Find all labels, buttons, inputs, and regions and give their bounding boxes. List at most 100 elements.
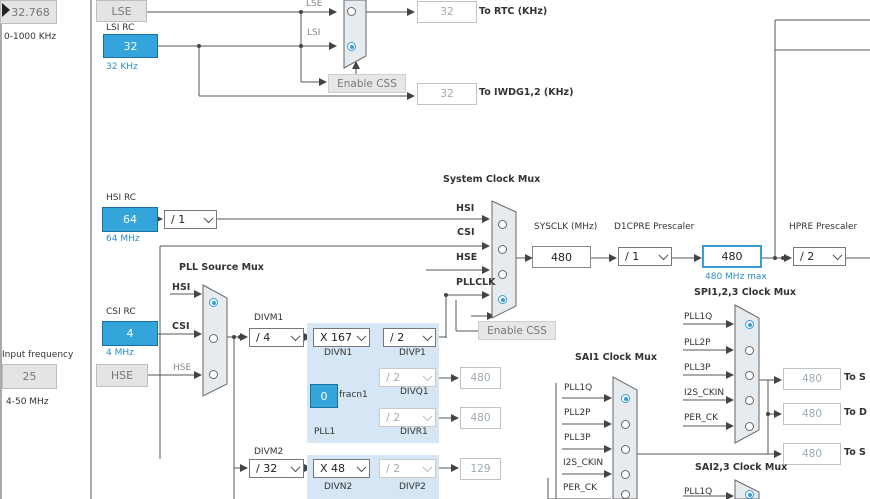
system-mux-input-pllclk: PLLCLK xyxy=(456,277,496,288)
rtc-mux-shape xyxy=(343,0,367,69)
pll-mux-radio-csi[interactable] xyxy=(209,334,218,343)
sai1-mux-radio-2[interactable] xyxy=(621,445,630,454)
pll-mux-radio-hsi[interactable] xyxy=(209,298,218,307)
sysclk-value-box[interactable]: 480 xyxy=(532,246,591,268)
lse-block[interactable]: LSE xyxy=(96,0,147,22)
divr1-label: DIVR1 xyxy=(400,427,428,437)
cpu-clock-value-box[interactable]: 480 xyxy=(702,245,762,268)
sai1-mux-input-0: PLL1Q xyxy=(564,383,593,393)
divp2-output-value: 129 xyxy=(470,463,491,475)
lse-range: 0-1000 KHz xyxy=(4,32,57,42)
csi-title: CSI RC xyxy=(106,307,136,317)
spi-output-2[interactable]: 480 xyxy=(783,443,841,465)
hsi-block[interactable]: 64 xyxy=(102,207,158,232)
sai1-mux-title: SAI1 Clock Mux xyxy=(575,352,658,363)
enable-css-mid-label: Enable CSS xyxy=(487,324,547,337)
lse-input-value: 32.768 xyxy=(11,5,50,19)
cpu-clock-max: 480 MHz max xyxy=(705,272,767,282)
divp1-select[interactable]: / 2 xyxy=(383,328,436,347)
input-frequency-value: 25 xyxy=(22,370,37,383)
spi-output-0[interactable]: 480 xyxy=(783,368,841,390)
divr1-value: / 2 xyxy=(386,411,401,424)
lsi-block[interactable]: 32 xyxy=(103,34,158,58)
hsi-divider-select[interactable]: / 1 xyxy=(164,210,217,229)
chevron-down-icon xyxy=(422,461,433,472)
input-frequency-range: 4-50 MHz xyxy=(6,397,49,407)
system-mux-radio-hse[interactable] xyxy=(498,270,507,279)
pll-mux-radio-hse[interactable] xyxy=(209,370,218,379)
system-mux-radio-hsi[interactable] xyxy=(498,220,507,229)
divn1-select[interactable]: X 167 xyxy=(313,328,370,347)
system-mux-radio-pllclk[interactable] xyxy=(498,295,507,304)
fracn1-value-box[interactable]: 0 xyxy=(310,384,338,408)
sai1-mux-radio-0[interactable] xyxy=(621,394,630,403)
iwdg-output[interactable]: 32 xyxy=(417,83,477,105)
divp2-output[interactable]: 129 xyxy=(460,458,501,480)
spi-mux-input-0: PLL1Q xyxy=(684,312,713,322)
spi-mux-radio-3[interactable] xyxy=(745,396,754,405)
spi-output-0-value: 480 xyxy=(801,373,823,385)
spi-mux-radio-2[interactable] xyxy=(745,371,754,380)
enable-css-mid-button[interactable]: Enable CSS xyxy=(478,321,556,340)
system-mux-radio-csi[interactable] xyxy=(498,245,507,254)
pll-mux-input-hsi: HSI xyxy=(172,282,191,293)
sai1-mux-input-4: PER_CK xyxy=(563,483,598,493)
divm1-select[interactable]: / 4 xyxy=(249,328,304,347)
hsi-divider-value: / 1 xyxy=(171,213,186,226)
divp2-select[interactable]: / 2 xyxy=(379,459,436,478)
system-clock-mux-shape xyxy=(491,200,517,319)
d1cpre-select[interactable]: / 1 xyxy=(618,247,672,266)
hpre-label: HPRE Prescaler xyxy=(789,222,858,232)
spi-output-2-label: To S xyxy=(844,447,866,458)
hpre-select[interactable]: / 2 xyxy=(793,247,846,266)
sysclk-label: SYSCLK (MHz) xyxy=(534,222,598,232)
sai1-mux-radio-1[interactable] xyxy=(621,420,630,429)
input-frequency-box[interactable]: 25 xyxy=(2,364,57,389)
divn1-value: X 167 xyxy=(320,331,353,344)
divm2-select[interactable]: / 32 xyxy=(249,459,304,478)
sai1-mux-radio-4[interactable] xyxy=(621,490,630,499)
spi-mux-input-3: I2S_CKIN xyxy=(684,388,725,398)
divr1-output[interactable]: 480 xyxy=(460,407,501,429)
lsi-title: LSI RC xyxy=(106,23,135,33)
pll1-label: PLL1 xyxy=(314,427,336,437)
sai23-mux-radio-0[interactable] xyxy=(745,490,754,499)
csi-block[interactable]: 4 xyxy=(102,321,158,346)
spi-mux-radio-1[interactable] xyxy=(745,346,754,355)
enable-css-top-label: Enable CSS xyxy=(337,77,397,90)
chevron-down-icon xyxy=(658,249,669,260)
spi-mux-radio-4[interactable] xyxy=(745,422,754,431)
hse-block[interactable]: HSE xyxy=(96,364,148,387)
hse-block-label: HSE xyxy=(110,369,134,382)
spi-output-1[interactable]: 480 xyxy=(783,403,841,425)
sai1-mux-shape xyxy=(612,376,638,499)
pll-mux-input-csi: CSI xyxy=(172,321,190,332)
spi-mux-input-4: PER_CK xyxy=(684,413,719,423)
divq1-select[interactable]: / 2 xyxy=(379,368,436,387)
rtc-output[interactable]: 32 xyxy=(417,1,477,23)
hsi-title: HSI RC xyxy=(106,193,137,203)
lse-block-label: LSE xyxy=(111,4,132,18)
rtc-mux-radio-lsi[interactable] xyxy=(347,42,356,51)
system-clock-mux-title: System Clock Mux xyxy=(443,174,541,185)
divr1-select[interactable]: / 2 xyxy=(379,408,436,427)
rtc-output-label: To RTC (KHz) xyxy=(479,6,548,17)
system-mux-input-csi: CSI xyxy=(457,227,475,238)
spi-mux-radio-0[interactable] xyxy=(745,320,754,329)
chevron-down-icon xyxy=(356,330,367,341)
cpu-clock-value: 480 xyxy=(721,250,743,263)
divn2-select[interactable]: X 48 xyxy=(313,459,370,478)
enable-css-top-button[interactable]: Enable CSS xyxy=(328,74,406,93)
chevron-down-icon xyxy=(832,249,843,260)
mouse-cursor-icon xyxy=(2,3,10,17)
spi-output-2-value: 480 xyxy=(801,448,823,460)
rtc-mux-radio-lse[interactable] xyxy=(347,7,356,16)
rtc-output-value: 32 xyxy=(440,6,454,18)
csi-value: 4 xyxy=(126,327,134,340)
chevron-down-icon xyxy=(422,370,433,381)
divq1-output[interactable]: 480 xyxy=(460,367,501,389)
sai1-mux-radio-3[interactable] xyxy=(621,470,630,479)
spi-mux-input-1: PLL2P xyxy=(684,338,711,348)
spi-output-0-label: To S xyxy=(844,372,866,383)
divp2-value: / 2 xyxy=(386,462,401,475)
